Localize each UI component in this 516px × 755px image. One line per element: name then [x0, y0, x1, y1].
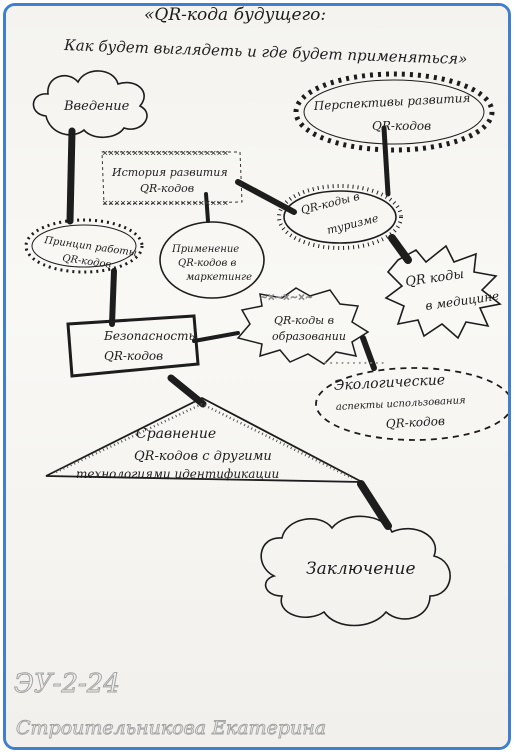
node-history: ××××××××××××××××××××× ××××××××××××××××××…: [101, 148, 243, 209]
connector-prospects-tourism: [381, 125, 391, 197]
principle-label-1: Принцип работы: [43, 235, 138, 259]
node-prospects: Перспективы развития QR-кодов: [293, 71, 495, 153]
marketing-label-1: Применение: [171, 244, 239, 255]
history-cross-border-top: ×××××××××××××××××××××: [102, 148, 228, 159]
education-label-2: образовании: [272, 330, 346, 343]
conclusion-label: Заключение: [306, 559, 416, 579]
ecology-label-2: аспекты использования: [336, 395, 466, 413]
prospects-label-1: Перспективы развития: [312, 91, 470, 113]
medicine-label-1: QR коды: [404, 267, 465, 290]
node-tourism: QR-коды в туризме: [277, 184, 403, 250]
connector-intro-principle: [66, 127, 76, 225]
node-education: ~×~×~×~ QR-коды в образовании: [236, 287, 370, 365]
connector-history-tourism: [235, 179, 297, 215]
marketing-label-3: маркетинге: [186, 272, 252, 283]
comparison-label-3: технологиями идентификации: [76, 467, 279, 481]
education-pencil-scribble: ~×~×~×~: [260, 293, 313, 303]
history-cross-border-bottom: ×××××××××××××××××××××: [102, 198, 228, 209]
prospects-label-2: QR-кодов: [372, 119, 431, 133]
connectors: [66, 125, 412, 530]
tourism-label-2: туризме: [326, 211, 381, 236]
history-label-1: История развития: [111, 166, 228, 179]
marketing-label-2: QR-кодов в: [178, 258, 236, 269]
ecology-label-3: QR-кодов: [385, 414, 445, 431]
principle-label-2: QR-кодов: [62, 253, 113, 271]
signature-group: ЭУ-2-24: [14, 669, 120, 699]
node-ecology: · · · · · · · · · · · Экологические аспе…: [315, 359, 508, 441]
connector-comparison-conclusion: [357, 480, 392, 530]
signature: ЭУ-2-24 Строительникова Екатерина: [14, 669, 327, 740]
medicine-label-2: в медицине: [424, 289, 500, 313]
education-label-1: QR-коды в: [274, 314, 334, 327]
paper-sheet: [6, 6, 508, 747]
node-introduction: Введение: [32, 70, 148, 139]
title-line-2: Как будет выглядеть и где будет применят…: [63, 36, 468, 68]
connector-education-ecology: [360, 335, 377, 371]
title-line-1: «QR-кода будущего:: [144, 6, 326, 25]
ecology-label-1: Экологические: [333, 372, 445, 394]
node-principle: Принцип работы QR-кодов: [24, 218, 144, 274]
connector-history-marketing: [204, 192, 210, 223]
ecology-pencil-scribble: · · · · · · · · · · ·: [324, 359, 384, 369]
security-label-1: Безопасность: [103, 329, 195, 343]
connector-tourism-medicine: [388, 234, 412, 264]
signature-name: Строительникова Екатерина: [16, 717, 326, 739]
tourism-label-1: QR-коды в: [300, 190, 361, 217]
node-conclusion: Заключение: [260, 515, 451, 627]
introduction-label: Введение: [63, 99, 130, 114]
comparison-label-2: QR-кодов с другими: [134, 449, 272, 464]
security-label-2: QR-кодов: [104, 349, 163, 363]
comparison-label-1: Сравнение: [136, 426, 216, 442]
cloud-shape: [32, 70, 148, 139]
connector-principle-security: [109, 268, 117, 327]
node-security: Безопасность QR-кодов: [66, 314, 200, 378]
mind-map-diagram: «QR-кода будущего: Как будет выглядеть и…: [14, 6, 508, 740]
history-label-2: QR-кодов: [140, 182, 194, 195]
node-marketing: Применение QR-кодов в маркетинге: [159, 221, 265, 299]
bubble-border: [24, 218, 144, 274]
photo-frame: «QR-кода будущего: Как будет выглядеть и…: [3, 3, 511, 750]
connector-security-education: [192, 331, 240, 343]
node-comparison: Сравнение QR-кодов с другими технологиям…: [45, 396, 363, 483]
